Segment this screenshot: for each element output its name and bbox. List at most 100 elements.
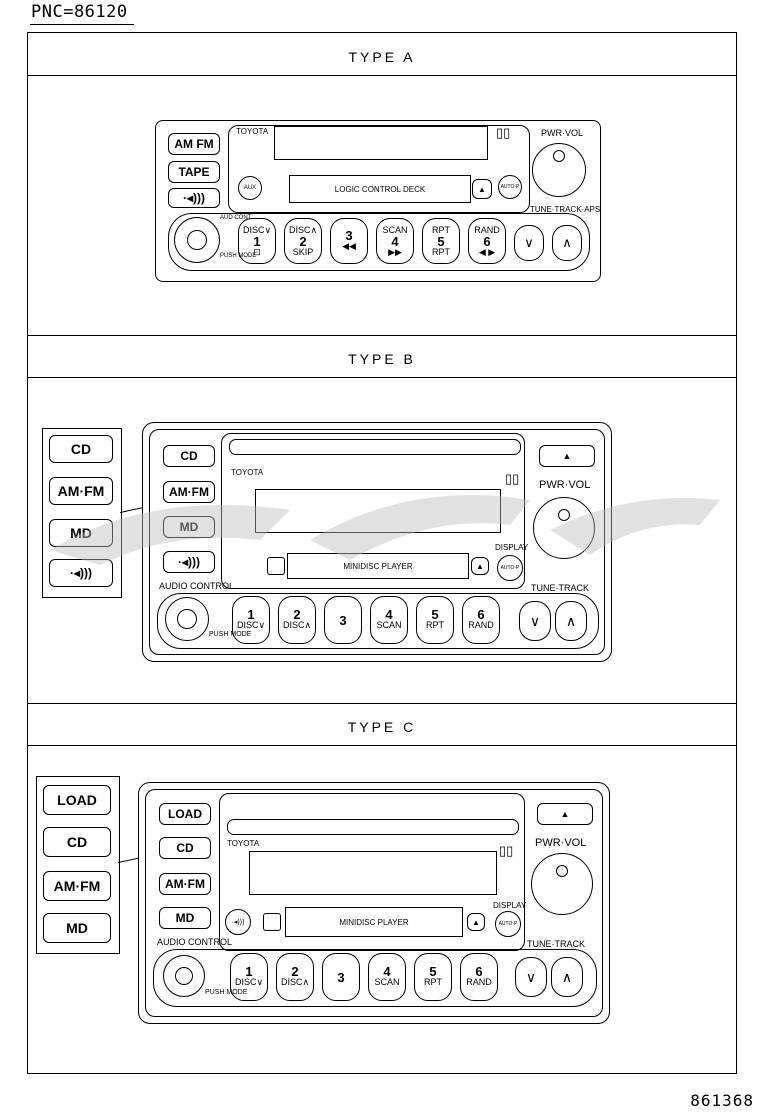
preset-bottom-label: RPT [432,246,450,257]
type-b-small-button[interactable] [267,557,285,575]
type-b-tune-track-label: TUNE·TRACK [531,583,589,593]
type-a-sound-button[interactable]: ·◂))) [168,188,220,208]
type-a-display [274,126,488,160]
type-a-aux-button[interactable]: AUX [238,176,262,200]
preset-top-label: DISC∧ [288,224,318,235]
type-c-load-button[interactable]: LOAD [159,803,211,825]
type-b-audio-knob[interactable] [165,597,209,641]
type-c-ext-load-button[interactable]: LOAD [43,785,111,815]
preset-bottom-label: DISC∨ [236,620,266,630]
preset-number: 1 [245,964,253,979]
type-a-preset-3-button[interactable]: 3◀◀ [330,218,368,264]
type-c-preset-3-button[interactable]: 3 [322,953,360,1001]
type-a-eject-button[interactable]: ▲ [472,179,492,199]
type-b-preset-bar [157,593,599,649]
preset-bottom-label: DISC∧ [280,977,310,987]
type-a-tape-deck: LOGIC CONTROL DECK [289,175,471,203]
preset-number: 6 [475,964,483,979]
type-a-tune-down-button[interactable]: ∨ [514,225,544,261]
preset-top-label: DISC∨ [242,224,272,235]
type-b-amfm-button[interactable]: AM·FM [163,481,215,503]
preset-number: 5 [429,964,437,979]
type-c-pwr-vol-knob[interactable] [531,853,593,915]
type-c-center-panel [219,793,525,951]
type-c-md-button[interactable]: MD [159,907,211,929]
preset-number: 2 [293,607,301,622]
type-c-ext-md-button[interactable]: MD [43,913,111,943]
preset-number: 2 [299,233,307,249]
type-a-pwr-vol-label: PWR·VOL [541,128,584,138]
preset-bottom-label: ⊡ [253,246,261,257]
pnc-label: PNC=86120 [31,2,128,22]
type-b-preset-3-button[interactable]: 3 [324,596,362,644]
type-a-tune-up-button[interactable]: ∧ [552,225,582,261]
preset-bottom-label: ▶▶ [388,246,402,257]
type-c-display-label: DISPLAY [493,901,527,910]
type-a-pwr-vol-knob[interactable] [532,143,586,197]
type-b-ext-sound-button[interactable]: ·◂))) [49,559,113,587]
type-c-amfm-button[interactable]: AM·FM [159,873,211,895]
type-b-ext-md-button[interactable]: MD [49,519,113,547]
type-c-cd-button[interactable]: CD [159,837,211,859]
chevron-down-icon: ∨ [525,968,537,985]
type-b-autop-button[interactable]: AUTO·P [497,555,523,581]
type-b-header-divider [28,377,736,378]
type-b-inner-bezel [149,429,605,655]
type-b-title: TYPE B [348,351,416,367]
type-b-eject-button[interactable]: ▲ [539,445,595,467]
type-b-tune-up-button[interactable]: ∧ [555,601,587,641]
type-b-md-eject-button[interactable]: ▲ [471,557,489,575]
preset-bottom-label: SCAN [374,977,400,987]
eject-icon: ▲ [560,809,570,819]
type-a-preset-bar [168,213,590,271]
knob-indicator-icon [558,509,570,521]
type-c-audio-knob[interactable] [163,955,205,997]
type-a-deck-label: LOGIC CONTROL DECK [334,184,426,194]
type-c-ext-amfm-button[interactable]: AM·FM [43,871,111,901]
type-b-tune-down-button[interactable]: ∨ [519,601,551,641]
type-a-audio-knob[interactable] [174,217,220,263]
type-a-autop-button[interactable]: AUTO·P [498,175,522,199]
type-c-ext-cd-button[interactable]: CD [43,827,111,857]
type-a-amfm-button[interactable]: AM FM [168,133,220,155]
audio-knob-center-icon [177,609,197,629]
type-b-md-button[interactable]: MD [163,516,215,538]
type-a-bottom-divider [28,335,736,336]
preset-number: 4 [385,607,393,622]
type-a-tape-button[interactable]: TAPE [168,161,220,183]
type-c-autop-button[interactable]: AUTO·P [495,911,521,937]
type-c-md-eject-button[interactable]: ▲ [467,913,485,931]
chevron-up-icon: ∧ [561,968,573,985]
speaker-icon: ·◂))) [69,566,92,580]
type-c-eject-button[interactable]: ▲ [537,803,593,825]
type-c-sound-button[interactable]: ·◂))) [225,909,251,935]
knob-indicator-icon [553,150,565,162]
type-b-audio-control-label: AUDIO CONTROL [159,581,235,591]
type-c-small-button[interactable] [263,913,281,931]
type-b-sound-button[interactable]: ·◂))) [163,551,215,573]
type-b-ext-cd-button[interactable]: CD [49,435,113,463]
type-c-tune-down-button[interactable]: ∨ [515,957,547,997]
type-b-brand: TOYOTA [231,468,264,477]
type-a-preset-1-button[interactable]: DISC∨1⊡ [238,218,276,264]
type-c-tune-up-button[interactable]: ∧ [551,957,583,997]
type-b-ext-amfm-button[interactable]: AM·FM [49,477,113,505]
type-b-cd-button[interactable]: CD [163,445,215,467]
type-b-deck-label: MINIDISC PLAYER [343,561,413,571]
preset-number: 3 [339,612,347,628]
type-b-pwr-vol-knob[interactable] [533,497,595,559]
